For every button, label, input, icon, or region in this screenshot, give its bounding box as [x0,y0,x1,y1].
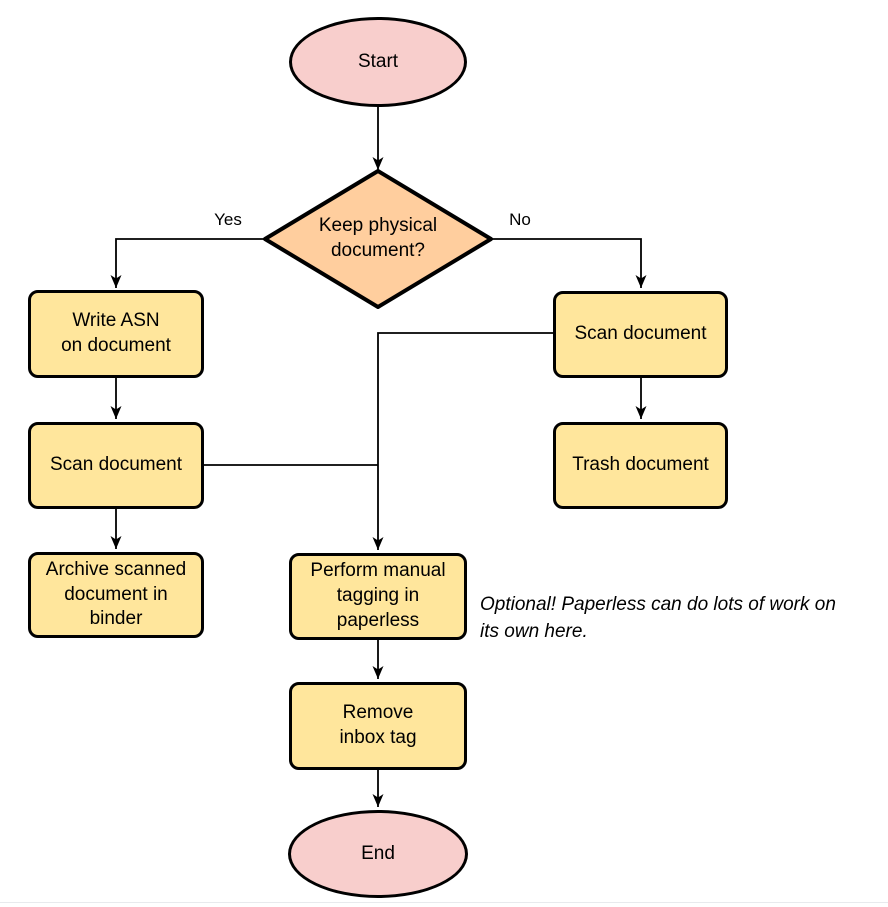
node-start: Start [289,17,467,107]
node-end: End [288,810,468,898]
node-write-asn-on-document: Write ASN on document [28,290,204,378]
node-scan-document-left: Scan document [28,422,204,509]
page-bottom-rule [0,902,888,903]
edge-decision-no-to-scan-right [491,238,647,288]
node-perform-manual-tagging: Perform manual tagging in paperless [289,553,467,640]
edge-decision-yes-to-write-asn [110,238,265,288]
node-archive-scanned-document: Archive scanned document in binder [28,552,204,638]
annotation-optional-paperless: Optional! Paperless can do lots of work … [480,594,836,642]
node-decision-label: Keep physical document? [318,215,438,261]
edge-label-yes: Yes [214,210,242,229]
node-remove-inbox-tag: Remove inbox tag [289,682,467,770]
edge-label-no: No [509,210,531,229]
node-trash-document: Trash document [553,422,728,509]
decision-diamond-shape [263,169,493,309]
node-scan-document-right: Scan document [553,291,728,378]
edge-scan-right-to-perform-tagging [372,332,553,550]
